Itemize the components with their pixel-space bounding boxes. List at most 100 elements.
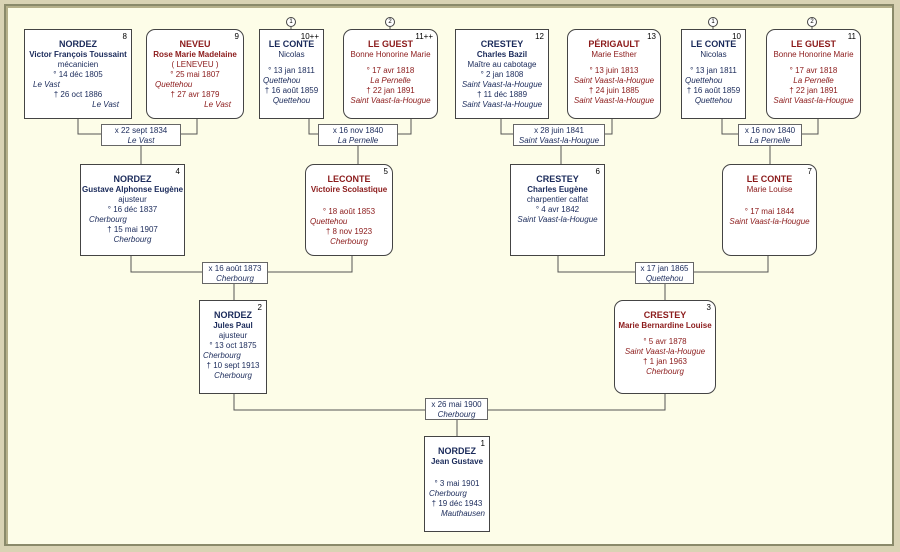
person-4[interactable]: 4 NORDEZ Gustave Alphonse Eugène ajusteu… xyxy=(80,164,185,256)
marriage-date: x 16 nov 1840 xyxy=(744,126,796,135)
birth-date: ° 18 août 1853 xyxy=(322,207,376,216)
birth-place: Quettehou xyxy=(155,80,193,89)
birth-date: ° 13 oct 1875 xyxy=(209,341,257,350)
given-name: Bonne Honorine Marie xyxy=(773,50,854,59)
person-number: 9 xyxy=(234,32,239,41)
birth-date: ° 13 jan 1811 xyxy=(268,66,315,75)
person-number: 4 xyxy=(175,167,180,176)
given-name: Bonne Honorine Marie xyxy=(350,50,431,59)
surname: LECONTE xyxy=(327,174,371,184)
surname: LE GUEST xyxy=(790,39,836,49)
marriage-place: La Pernelle xyxy=(749,136,791,145)
death-place: Cherbourg xyxy=(330,237,368,246)
occupation: mécanicien xyxy=(57,60,99,69)
person-number: 1 xyxy=(480,439,485,448)
death-date: † 16 août 1859 xyxy=(686,86,741,95)
birth-place: La Pernelle xyxy=(793,76,834,85)
person-1[interactable]: 1 NORDEZ Jean Gustave ° 3 mai 1901 Cherb… xyxy=(424,436,490,532)
birth-place: Cherbourg xyxy=(203,351,241,360)
person-9[interactable]: 9 NEVEU Rose Marie Madelaine ( LENEVEU )… xyxy=(146,29,244,119)
birth-place: Saint Vaast-la-Hougue xyxy=(624,347,706,356)
marriage-10-11b[interactable]: x 16 nov 1840 La Pernelle xyxy=(738,124,802,146)
death-date: † 10 sept 1913 xyxy=(206,361,260,370)
death-place: Le Vast xyxy=(92,100,119,109)
marriage-place: Quettehou xyxy=(645,274,684,283)
surname: NORDEZ xyxy=(113,174,152,184)
person-number: 10 xyxy=(732,32,741,41)
person-5[interactable]: 5 LECONTE Victoire Scolastique ° 18 août… xyxy=(305,164,393,256)
person-10[interactable]: 10++ LE CONTE Nicolas ° 13 jan 1811 Quet… xyxy=(259,29,324,119)
given-name: Marie Bernardine Louise xyxy=(618,321,712,330)
death-date: † 26 oct 1886 xyxy=(53,90,103,99)
occupation: ajusteur xyxy=(218,331,248,340)
person-number: 11++ xyxy=(415,32,433,41)
person-number: 5 xyxy=(383,167,388,176)
person-number: 10++ xyxy=(300,32,319,41)
death-date: † 11 déc 1889 xyxy=(476,90,528,99)
marriage-place: Saint Vaast-la-Hougue xyxy=(518,136,600,145)
marriage-4-5[interactable]: x 16 août 1873 Cherbourg xyxy=(202,262,268,284)
marriage-6-7[interactable]: x 17 jan 1865 Quettehou xyxy=(635,262,694,284)
surname: NEVEU xyxy=(179,39,211,49)
given-name: Nicolas xyxy=(278,50,305,59)
surname: LE CONTE xyxy=(746,174,793,184)
person-11b[interactable]: 11 LE GUEST Bonne Honorine Marie ° 17 av… xyxy=(766,29,861,119)
link-marker-2[interactable]: 2 xyxy=(385,17,395,27)
person-7[interactable]: 7 LE CONTE Marie Louise ° 17 mai 1844 Sa… xyxy=(722,164,817,256)
birth-date: ° 17 avr 1818 xyxy=(366,66,415,75)
marriage-date: x 28 juin 1841 xyxy=(534,126,584,135)
birth-place: Quettehou xyxy=(263,76,301,85)
death-date: † 1 jan 1963 xyxy=(642,357,688,366)
surname: NORDEZ xyxy=(438,446,476,456)
person-8[interactable]: 8 NORDEZ Victor François Toussaint mécan… xyxy=(24,29,132,119)
birth-place: Saint Vaast-la-Hougue xyxy=(573,76,655,85)
death-place: Mauthausen xyxy=(440,509,485,518)
death-place: Cherbourg xyxy=(214,371,252,380)
surname: NORDEZ xyxy=(59,39,97,49)
marriage-date: x 26 mai 1900 xyxy=(431,400,482,409)
marriage-8-9[interactable]: x 22 sept 1834 Le Vast xyxy=(101,124,181,146)
birth-date: ° 25 mai 1807 xyxy=(170,70,220,79)
surname: CRESTEY xyxy=(643,310,687,320)
birth-date: ° 16 déc 1837 xyxy=(107,205,158,214)
death-place: Cherbourg xyxy=(113,235,152,244)
person-12[interactable]: 12 CRESTEY Charles Bazil Maître au cabot… xyxy=(455,29,549,119)
marriage-10-11[interactable]: x 16 nov 1840 La Pernelle xyxy=(318,124,398,146)
marriage-date: x 16 août 1873 xyxy=(208,264,262,273)
birth-date: ° 17 mai 1844 xyxy=(744,207,795,216)
death-place: Cherbourg xyxy=(646,367,684,376)
person-6[interactable]: 6 CRESTEY Charles Eugène charpentier cal… xyxy=(510,164,605,256)
person-10b[interactable]: 10 LE CONTE Nicolas ° 13 jan 1811 Quette… xyxy=(681,29,746,119)
given-name: Charles Eugène xyxy=(527,185,588,194)
person-number: 3 xyxy=(706,303,711,312)
marriage-2-3[interactable]: x 26 mai 1900 Cherbourg xyxy=(425,398,488,420)
person-number: 13 xyxy=(647,32,656,41)
given-name: Jules Paul xyxy=(213,321,253,330)
occupation: charpentier calfat xyxy=(526,195,589,204)
birth-date: ° 17 avr 1818 xyxy=(789,66,838,75)
death-date: † 8 nov 1923 xyxy=(325,227,373,236)
marriage-place: La Pernelle xyxy=(337,136,379,145)
death-date: † 22 jan 1891 xyxy=(789,86,838,95)
death-date: † 16 août 1859 xyxy=(264,86,319,95)
link-marker-1[interactable]: 1 xyxy=(286,17,296,27)
birth-date: ° 4 avr 1842 xyxy=(535,205,580,214)
person-2[interactable]: 2 NORDEZ Jules Paul ajusteur ° 13 oct 18… xyxy=(199,300,267,394)
link-marker-2b[interactable]: 2 xyxy=(807,17,817,27)
surname: LE GUEST xyxy=(367,39,413,49)
birth-date: ° 5 avr 1878 xyxy=(643,337,687,346)
marriage-place: Cherbourg xyxy=(437,410,476,419)
person-number: 8 xyxy=(122,32,127,41)
marriage-place: Le Vast xyxy=(127,136,155,145)
person-3[interactable]: 3 CRESTEY Marie Bernardine Louise ° 5 av… xyxy=(614,300,716,394)
marriage-12-13[interactable]: x 28 juin 1841 Saint Vaast-la-Hougue xyxy=(513,124,605,146)
person-11[interactable]: 11++ LE GUEST Bonne Honorine Marie ° 17 … xyxy=(343,29,438,119)
person-13[interactable]: 13 PÉRIGAULT Marie Esther ° 13 juin 1813… xyxy=(567,29,661,119)
person-number: 6 xyxy=(595,167,600,176)
occupation: ajusteur xyxy=(118,195,147,204)
marriage-date: x 22 sept 1834 xyxy=(114,126,168,135)
birth-date: ° 13 jan 1811 xyxy=(690,66,737,75)
marriage-date: x 17 jan 1865 xyxy=(640,264,689,273)
birth-place: Saint Vaast-la-Hougue xyxy=(517,215,598,224)
link-marker-1b[interactable]: 1 xyxy=(708,17,718,27)
